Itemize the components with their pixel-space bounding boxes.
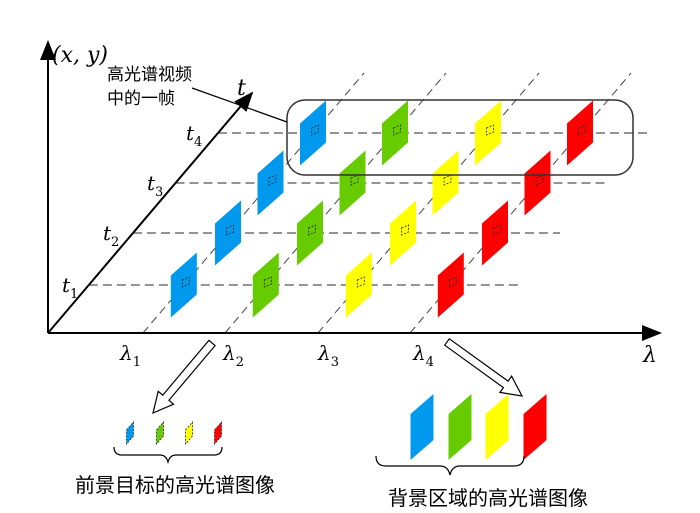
callout-line1: 高光谱视频 bbox=[107, 65, 192, 85]
spectral-plane bbox=[567, 100, 593, 166]
spectral-plane bbox=[257, 150, 284, 216]
background-brace bbox=[375, 455, 525, 476]
spectral-plane bbox=[382, 100, 408, 166]
target-region-marker bbox=[443, 174, 452, 186]
target-region-marker bbox=[268, 174, 277, 186]
time-label: t2 bbox=[103, 221, 119, 250]
background-plane bbox=[523, 394, 547, 460]
spectral-plane bbox=[339, 150, 366, 216]
foreground-caption: 前景目标的高光谱图像 bbox=[75, 473, 275, 497]
spectral-plane bbox=[170, 252, 197, 318]
background-region-planes bbox=[410, 394, 547, 460]
t-axis-label: t bbox=[237, 76, 246, 101]
spectral-plane bbox=[524, 150, 551, 216]
hollow-arrow bbox=[443, 337, 524, 397]
spectral-plane bbox=[475, 100, 501, 166]
lambda-axis-label: λ bbox=[642, 343, 657, 368]
target-region-marker bbox=[486, 124, 494, 136]
spectral-plane bbox=[345, 252, 372, 318]
target-region-marker bbox=[350, 174, 359, 186]
foreground-target-patches bbox=[126, 420, 222, 446]
background-plane bbox=[448, 394, 472, 460]
target-region-marker bbox=[356, 276, 365, 288]
spectral-plane bbox=[215, 200, 241, 266]
foreground-patch bbox=[185, 420, 193, 446]
hollow-arrow bbox=[152, 339, 216, 415]
target-region-marker bbox=[493, 224, 501, 236]
t-axis bbox=[47, 91, 254, 334]
time-label: t1 bbox=[62, 273, 78, 302]
foreground-brace bbox=[113, 446, 223, 465]
foreground-patch bbox=[214, 420, 222, 446]
foreground-patch bbox=[156, 420, 164, 446]
band-label: λ1 bbox=[119, 341, 141, 370]
band-label: λ2 bbox=[222, 341, 244, 370]
background-plane bbox=[410, 394, 434, 460]
target-region-marker bbox=[311, 124, 319, 136]
y-axis-label: (x, y) bbox=[52, 43, 108, 68]
target-region-marker bbox=[263, 276, 272, 288]
spectral-plane bbox=[432, 150, 459, 216]
target-region-marker bbox=[535, 174, 544, 186]
callout-line2: 中的一帧 bbox=[107, 89, 175, 109]
band-label: λ3 bbox=[317, 341, 339, 370]
target-region-marker bbox=[308, 224, 316, 236]
background-plane bbox=[485, 394, 509, 460]
target-region-marker bbox=[401, 224, 409, 236]
target-region-marker bbox=[226, 224, 234, 236]
target-region-marker bbox=[448, 276, 457, 288]
target-region-marker bbox=[393, 124, 401, 136]
spectral-plane bbox=[437, 252, 464, 318]
background-caption: 背景区域的高光谱图像 bbox=[388, 486, 588, 510]
time-label: t3 bbox=[147, 171, 163, 200]
hollow-arrows bbox=[152, 337, 524, 415]
time-label: t4 bbox=[186, 121, 202, 150]
target-region-marker bbox=[578, 124, 586, 136]
target-region-marker bbox=[181, 276, 190, 288]
band-label: λ4 bbox=[412, 341, 434, 370]
frame-highlight-box bbox=[286, 99, 634, 176]
spectral-plane bbox=[482, 200, 508, 266]
spectral-plane bbox=[300, 100, 326, 166]
foreground-patch bbox=[126, 420, 134, 446]
spectral-plane bbox=[252, 252, 279, 318]
spectral-plane bbox=[390, 200, 416, 266]
spectral-plane bbox=[297, 200, 323, 266]
spectral-planes bbox=[170, 100, 593, 318]
